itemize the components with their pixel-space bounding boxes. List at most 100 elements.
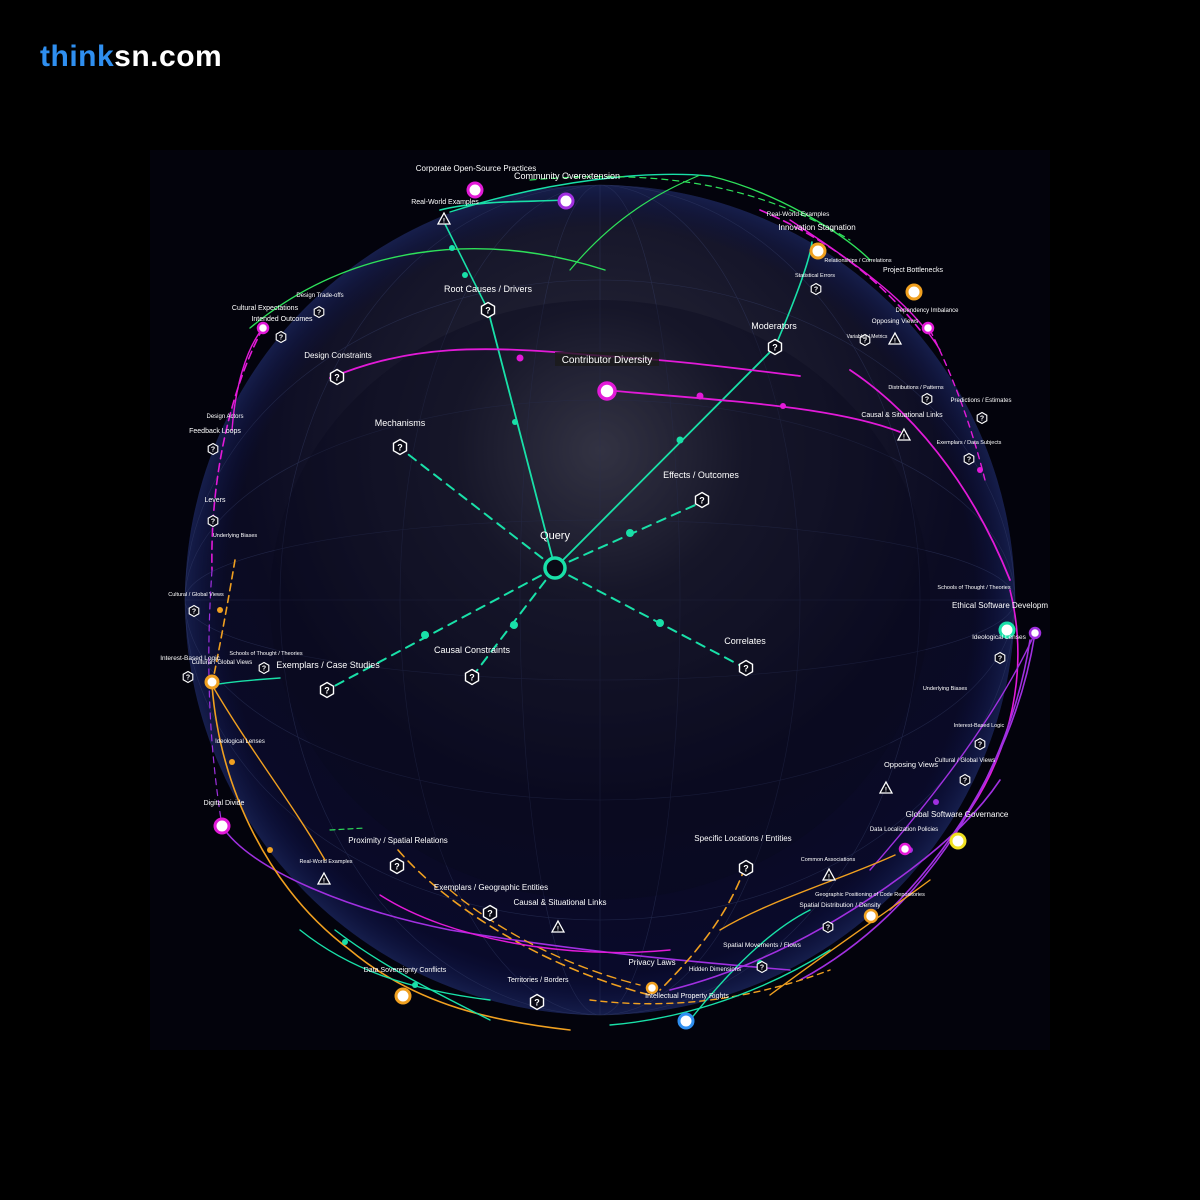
knowledge-sphere-graph[interactable]: ? ? !: [150, 150, 1050, 1050]
label-community-overextension: Community Overextension: [514, 171, 620, 181]
marker-territories: [529, 993, 545, 1011]
marker-mechanisms: [392, 438, 408, 456]
node-digital-divide: [213, 817, 231, 835]
node-community-overextension: [557, 192, 575, 210]
label-feedback-loops: Feedback Loops: [189, 428, 241, 435]
label-underlying-biases-r: Underlying Biases: [923, 686, 968, 692]
label-predictions: Predictions / Estimates: [950, 398, 1011, 404]
label-cultural-expectations: Cultural Expectations: [232, 305, 299, 312]
label-cultural-global-r: Cultural / Global Views: [935, 758, 996, 764]
marker-causal-constraints: [464, 668, 480, 686]
marker-exemplars-geo: [482, 904, 498, 922]
label-contributor-diversity: Contributor Diversity: [562, 355, 653, 366]
ring-nodes[interactable]: [204, 181, 1042, 1030]
logo-part-sn: sn.com: [114, 40, 223, 73]
label-effects: Effects / Outcomes: [663, 470, 739, 480]
label-data-localization: Data Localization Policies: [870, 827, 938, 833]
label-intended-outcomes: Intended Outcomes: [251, 316, 313, 323]
label-data-sovereignty: Data Sovereignty Conflicts: [364, 967, 447, 974]
label-design-actors: Design Actors: [206, 414, 243, 420]
edge-query-exemplars: [326, 567, 556, 691]
label-hidden-dimensions: Hidden Dimensions: [689, 967, 741, 973]
edge-query-moderators: [554, 346, 776, 569]
label-dependency-imbalance: Dependency Imbalance: [895, 308, 959, 314]
node-ideological-lenses-r: [1028, 626, 1042, 640]
marker-design-constraints: [329, 368, 345, 386]
edge-query-correlates: [554, 567, 746, 669]
node-dependency-imbalance: [921, 321, 935, 335]
label-moderators: Moderators: [751, 321, 797, 331]
inner-shadow: [270, 300, 930, 900]
label-real-world-top: Real-World Examples: [411, 199, 479, 206]
label-project-bottlenecks: Project Bottlenecks: [883, 267, 943, 274]
label-schools-l: Schools of Thought / Theories: [229, 651, 302, 657]
label-spatial-distribution: Spatial Distribution / Density: [799, 902, 881, 909]
label-design-constraints: Design Constraints: [304, 351, 372, 360]
node-spatial-distribution: [863, 908, 879, 924]
label-variables: Variables / Metrics: [847, 334, 888, 340]
query-node-circle: [543, 556, 567, 580]
marker-proximity: [389, 857, 405, 875]
marker-predictions: [976, 411, 988, 425]
marker-cultural-global-l: [188, 604, 200, 618]
marker-design-tradeoffs: [313, 305, 325, 319]
label-correlates: Correlates: [724, 636, 766, 646]
label-real-world-l: Real-World Examples: [299, 859, 352, 865]
edge-layer: [208, 173, 1036, 1031]
marker-exemplars-data: [963, 452, 975, 466]
label-schools-r: Schools of Thought / Theories: [937, 585, 1010, 591]
marker-statistical-errors: [810, 282, 822, 296]
label-statistical-errors: Statistical Errors: [795, 273, 835, 279]
node-data-sovereignty: [394, 987, 412, 1005]
knowledge-sphere-canvas[interactable]: ? ? !: [150, 150, 1050, 1050]
marker-correlates: [738, 659, 754, 677]
edge-query-mechanisms: [399, 447, 556, 569]
label-ip-rights: Intellectual Property Rights: [645, 993, 729, 1000]
marker-interest-logic-r: [974, 737, 986, 751]
label-opposing-views-tr: Opposing Views: [872, 318, 920, 325]
label-privacy-laws: Privacy Laws: [628, 958, 675, 967]
marker-cultural-global-r: [959, 773, 971, 787]
label-causal-situational-b: Causal & Situational Links: [514, 898, 607, 907]
label-spatial-movements: Spatial Movements / Flows: [723, 942, 801, 949]
label-ethical-software: Ethical Software Developm: [952, 601, 1048, 610]
marker-hidden-dimensions: [756, 960, 768, 974]
marker-spatial-movements: [822, 920, 834, 934]
node-ip-rights: [677, 1012, 695, 1030]
marker-moderators: [767, 338, 783, 356]
node-contributor-diversity: [597, 381, 617, 401]
edge-query-rootcauses: [487, 309, 556, 569]
logo-part-think: think: [40, 40, 115, 73]
label-interest-logic-r: Interest-Based Logic: [954, 723, 1005, 729]
label-cultural-global-l2: Cultural / Global Views: [192, 660, 253, 666]
site-logo[interactable]: thinksn.com: [40, 40, 222, 74]
marker-exemplars-case: [319, 681, 335, 699]
label-specific-locations: Specific Locations / Entities: [694, 834, 791, 843]
label-common-associations: Common Associations: [801, 857, 856, 863]
label-innovation-stagnation: Innovation Stagnation: [778, 223, 855, 232]
label-exemplars-data: Exemplars / Data Subjects: [937, 440, 1002, 446]
query-label: Query: [540, 530, 570, 542]
marker-specific-locations: [738, 859, 754, 877]
node-data-localization: [898, 842, 912, 856]
label-proximity: Proximity / Spatial Relations: [348, 836, 448, 845]
node-query[interactable]: Query: [540, 530, 570, 580]
node-innovation-stagnation: [809, 242, 827, 260]
label-layer: Corporate Open-Source Practices Communit…: [160, 164, 1048, 1000]
label-opposing-views-r: Opposing Views: [884, 760, 938, 769]
marker-levers: [207, 514, 219, 528]
marker-cultural-expectations: [275, 330, 287, 344]
label-exemplars-case: Exemplars / Case Studies: [276, 660, 380, 670]
marker-interest-logic-l: [182, 670, 194, 684]
node-project-bottlenecks: [905, 283, 923, 301]
marker-effects: [694, 491, 710, 509]
label-corporate-oss: Corporate Open-Source Practices: [416, 164, 537, 173]
label-real-world-tr: Real-World Examples: [767, 211, 830, 218]
label-underlying-biases-l: Underlying Biases: [213, 533, 258, 539]
node-intended-outcomes: [256, 321, 270, 335]
label-relationships: Relationships / Correlations: [824, 258, 892, 264]
marker-root-causes: [480, 301, 496, 319]
label-global-governance: Global Software Governance: [906, 810, 1009, 819]
label-cultural-global-l: Cultural / Global Views: [168, 592, 224, 598]
label-root-causes: Root Causes / Drivers: [444, 284, 533, 294]
